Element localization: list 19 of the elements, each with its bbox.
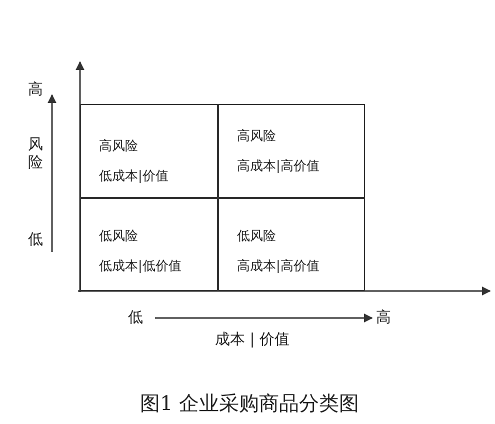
- risk-level-text: 高风险: [237, 128, 276, 145]
- risk-level-text: 低风险: [237, 228, 276, 245]
- axis-end-label: 低: [28, 230, 43, 249]
- matrix-cell: [218, 104, 365, 198]
- matrix-cell: [80, 104, 218, 198]
- risk-level-text: 高风险: [99, 138, 138, 155]
- figure-caption: 图1 企业采购商品分类图: [140, 390, 360, 417]
- matrix-cell: [218, 198, 365, 291]
- cost-value-text: 高成本|高价值: [237, 258, 320, 275]
- risk-level-text: 低风险: [99, 228, 138, 245]
- cost-value-text: 低成本|低价值: [99, 258, 182, 275]
- matrix-cell: [80, 198, 218, 291]
- axis-title: 成本 | 价值: [215, 330, 290, 349]
- axis-title: 风险: [28, 135, 43, 171]
- axis-end-label: 高: [28, 80, 43, 99]
- axis-end-label: 高: [376, 308, 391, 327]
- cost-value-text: 高成本|高价值: [237, 158, 320, 175]
- cost-value-text: 低成本|价值: [99, 168, 168, 185]
- axis-end-label: 低: [128, 308, 143, 327]
